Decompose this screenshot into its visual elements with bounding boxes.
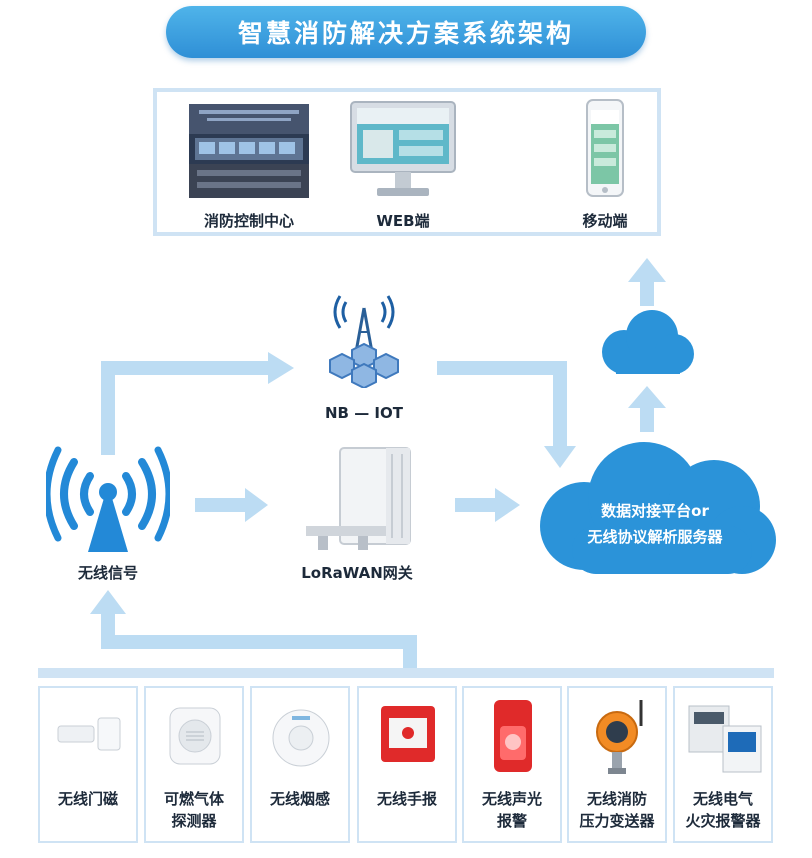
client-label-web: WEB端 <box>376 212 430 230</box>
arrow-lorawan-to-cloud <box>455 498 495 512</box>
device-card-sound-light-alarm: 无线声光 报警 <box>462 686 562 843</box>
electrical-fire-alarm-icon <box>688 705 762 773</box>
device-card-pressure-transmitter: 无线消防 压力变送器 <box>567 686 667 843</box>
arrow-head-cloud-clients <box>628 258 666 282</box>
title-banner: 智慧消防解决方案系统架构 <box>166 6 646 58</box>
arrow-signal-to-lorawan <box>195 498 245 512</box>
device-card-door-sensor: 无线门磁 <box>38 686 138 843</box>
monitor-icon <box>350 101 456 196</box>
device-card-gas-detector: 可燃气体 探测器 <box>144 686 244 843</box>
platform-text: 数据对接平台or 无线协议解析服务器 <box>540 498 770 550</box>
client-panel: 消防控制中心 WEB端 移动端 <box>153 88 661 236</box>
control-center-image <box>189 104 309 198</box>
arrow-devices-to-signal <box>101 614 417 670</box>
gas-detector-icon <box>169 707 221 765</box>
arrow-platform-to-cloud <box>640 408 654 432</box>
device-bus-band <box>38 668 774 678</box>
sound-light-alarm-icon <box>494 700 532 772</box>
device-label: 可燃气体 探测器 <box>163 790 224 830</box>
cloud-icon <box>602 310 694 374</box>
arrow-head-signal <box>90 590 126 614</box>
device-label: 无线烟感 <box>269 790 330 808</box>
arrow-cloud-to-clients <box>640 282 654 306</box>
client-label-mobile: 移动端 <box>582 212 628 230</box>
device-card-electrical-fire-alarm: 无线电气 火灾报警器 <box>673 686 773 843</box>
arrow-head-lorawan-cloud <box>495 488 520 522</box>
nb-iot-label: NB — IOT <box>325 404 403 422</box>
platform-line-1: 数据对接平台or <box>601 502 709 520</box>
page-title: 智慧消防解决方案系统架构 <box>237 19 574 48</box>
client-label-control-center: 消防控制中心 <box>203 212 294 230</box>
wireless-signal-label: 无线信号 <box>77 564 138 582</box>
arrow-head-lorawan <box>245 488 268 522</box>
wireless-signal-icon <box>46 446 170 552</box>
door-sensor-icon <box>57 717 121 751</box>
platform-line-2: 无线协议解析服务器 <box>587 528 723 546</box>
device-label: 无线门磁 <box>57 790 118 808</box>
device-label: 无线声光 报警 <box>481 790 542 830</box>
platform-cloud <box>540 442 776 574</box>
arrow-nbiot-to-cloud <box>437 361 567 446</box>
arrow-head-nbiot-cloud <box>544 446 576 468</box>
phone-icon <box>586 99 624 197</box>
arrow-signal-to-nbiot <box>101 361 268 455</box>
device-card-manual-alarm: 无线手报 <box>357 686 457 843</box>
lorawan-label: LoRaWAN网关 <box>301 564 413 582</box>
lorawan-gateway-icon <box>306 447 411 550</box>
manual-alarm-icon <box>381 706 435 762</box>
pressure-transmitter-icon <box>596 700 643 774</box>
device-card-smoke-detector: 无线烟感 <box>250 686 350 843</box>
arrow-head-nbiot <box>268 352 294 384</box>
smoke-detector-icon <box>272 709 330 767</box>
arrow-head-platform-cloud <box>628 386 666 408</box>
device-label: 无线电气 火灾报警器 <box>685 790 761 830</box>
nb-iot-tower-icon <box>329 295 399 388</box>
device-label: 无线消防 压力变送器 <box>579 790 655 830</box>
device-label: 无线手报 <box>376 790 437 808</box>
